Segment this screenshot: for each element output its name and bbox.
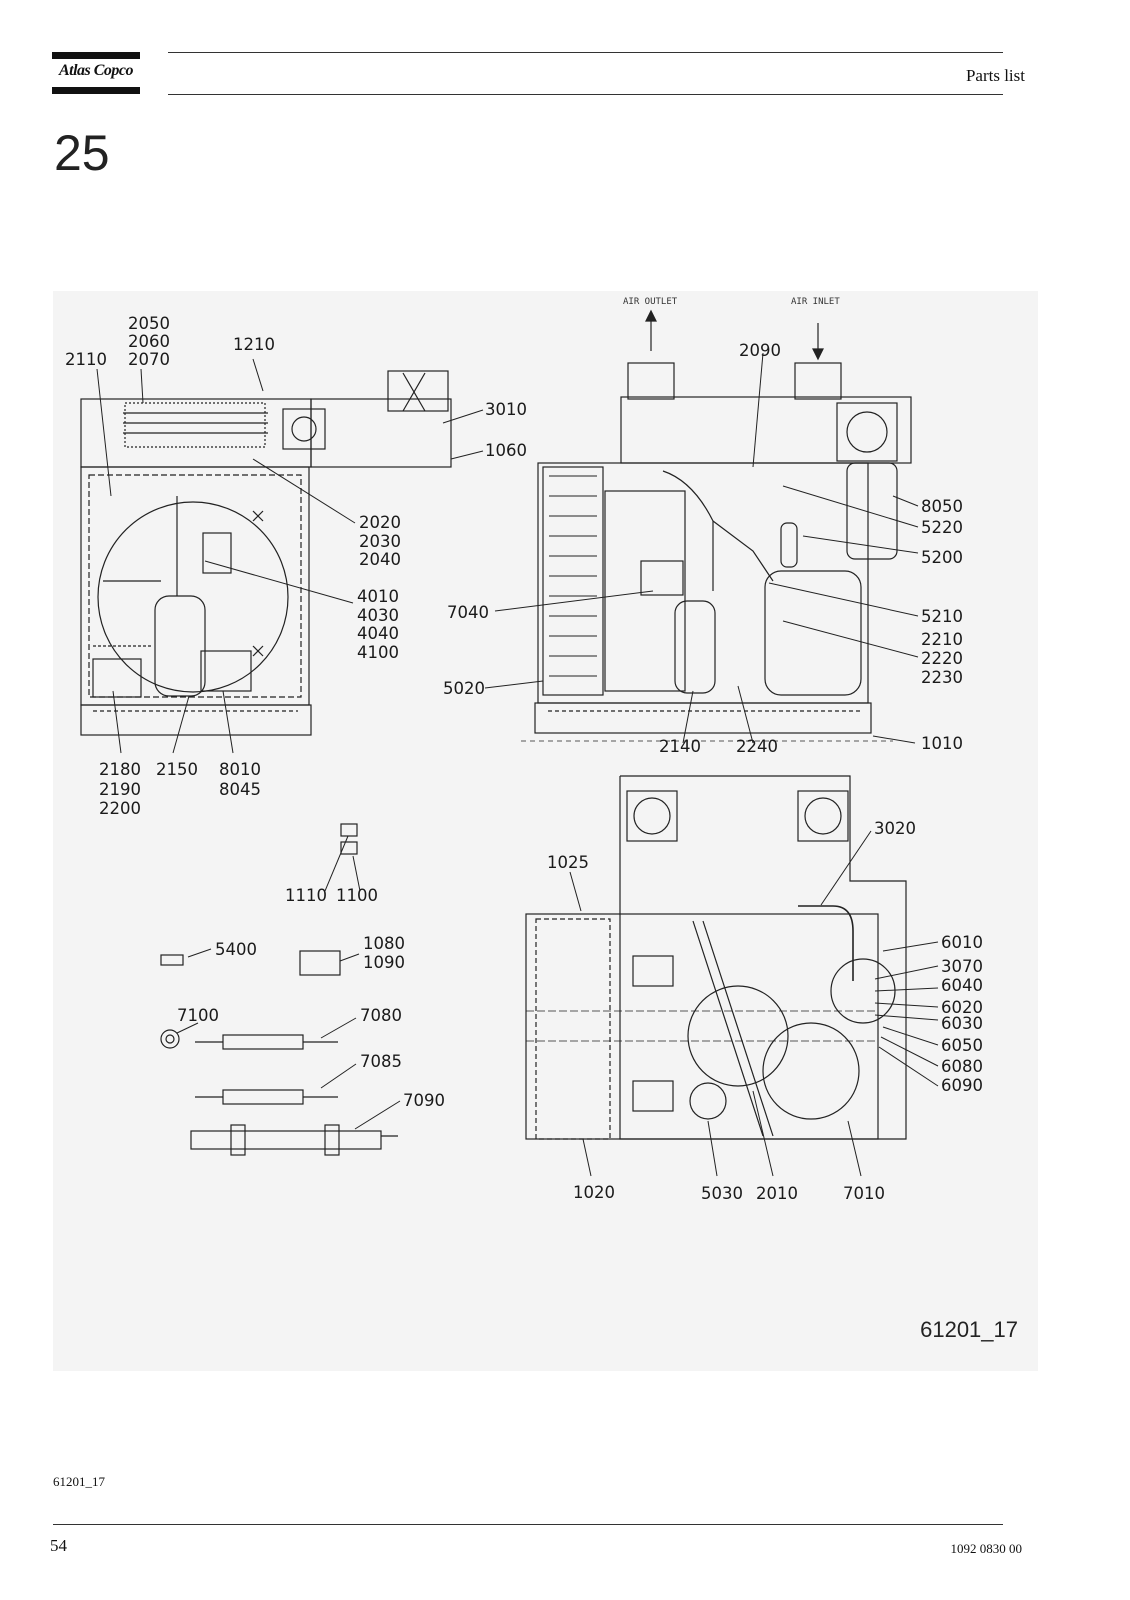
top-view	[525, 775, 907, 1140]
logo-text: Atlas Copco	[58, 62, 134, 79]
callout-7010: 7010	[843, 1184, 885, 1203]
callout-1090: 1090	[363, 953, 405, 972]
callout-5400: 5400	[215, 940, 257, 959]
callout-2060: 2060	[128, 332, 170, 351]
atlas-copco-logo: Atlas Copco	[52, 52, 140, 94]
callout-4010: 4010	[357, 587, 399, 606]
logo-bar-bottom	[52, 87, 140, 94]
callout-1010: 1010	[921, 734, 963, 753]
callout-1020: 1020	[573, 1183, 615, 1202]
callout-8045: 8045	[219, 780, 261, 799]
callout-numbers: 2050 2060 2070 2110 1210 3010 1060 2020 …	[65, 314, 983, 1203]
callout-6050: 6050	[941, 1036, 983, 1055]
callout-7080: 7080	[360, 1006, 402, 1025]
callout-1060: 1060	[485, 441, 527, 460]
callout-1110: 1110	[285, 886, 327, 905]
chapter-number: 25	[54, 125, 110, 181]
page-number: 54	[50, 1536, 67, 1555]
callout-2070: 2070	[128, 350, 170, 369]
callout-2230: 2230	[921, 668, 963, 687]
callout-6020: 6020	[941, 998, 983, 1017]
callout-5220: 5220	[921, 518, 963, 537]
callout-2110: 2110	[65, 350, 107, 369]
callout-2240: 2240	[736, 737, 778, 756]
logo-bar-top	[52, 52, 140, 59]
callout-2040: 2040	[359, 550, 401, 569]
callout-5210: 5210	[921, 607, 963, 626]
callout-5200: 5200	[921, 548, 963, 567]
section-title: Parts list	[965, 66, 1025, 85]
callout-2010: 2010	[756, 1184, 798, 1203]
callout-2090: 2090	[739, 341, 781, 360]
document-number: 1092 0830 00	[950, 1541, 1023, 1556]
footer-rule	[53, 1524, 1003, 1525]
side-view	[80, 370, 452, 736]
exploded-view-drawing: AIR OUTLET AIR INLET 2050 2060 2070 2110…	[65, 297, 983, 1203]
callout-3020: 3020	[874, 819, 916, 838]
callout-7040: 7040	[447, 603, 489, 622]
callout-2200: 2200	[99, 799, 141, 818]
callout-7100: 7100	[177, 1006, 219, 1025]
callout-1210: 1210	[233, 335, 275, 354]
callout-1100: 1100	[336, 886, 378, 905]
callout-4100: 4100	[357, 643, 399, 662]
parts-drawing: AIR OUTLET AIR INLET 2050 2060 2070 2110…	[53, 291, 1038, 1371]
leader-lines	[96, 352, 939, 1177]
front-view	[521, 309, 912, 742]
air-inlet-label: AIR INLET	[791, 297, 840, 307]
callout-2050: 2050	[128, 314, 170, 333]
callout-6010: 6010	[941, 933, 983, 952]
figure-id: 61201_17	[920, 1317, 1018, 1342]
figure-caption: 61201_17	[53, 1474, 105, 1489]
callout-6030: 6030	[941, 1014, 983, 1033]
callout-1025: 1025	[547, 853, 589, 872]
callout-4040: 4040	[357, 624, 399, 643]
callout-7085: 7085	[360, 1052, 402, 1071]
callout-2030: 2030	[359, 532, 401, 551]
header-rule-bottom	[168, 94, 1003, 95]
callout-2180: 2180	[99, 760, 141, 779]
callout-1080: 1080	[363, 934, 405, 953]
callout-2210: 2210	[921, 630, 963, 649]
callout-3010: 3010	[485, 400, 527, 419]
callout-2150: 2150	[156, 760, 198, 779]
callout-2020: 2020	[359, 513, 401, 532]
air-outlet-label: AIR OUTLET	[623, 297, 678, 307]
callout-6040: 6040	[941, 976, 983, 995]
callout-2190: 2190	[99, 780, 141, 799]
callout-6080: 6080	[941, 1057, 983, 1076]
callout-6090: 6090	[941, 1076, 983, 1095]
callout-2220: 2220	[921, 649, 963, 668]
callout-5020: 5020	[443, 679, 485, 698]
loose-parts	[160, 823, 398, 1156]
callout-3070: 3070	[941, 957, 983, 976]
callout-5030: 5030	[701, 1184, 743, 1203]
callout-4030: 4030	[357, 606, 399, 625]
callout-2140: 2140	[659, 737, 701, 756]
header-rule-top	[168, 52, 1003, 53]
callout-7090: 7090	[403, 1091, 445, 1110]
callout-8050: 8050	[921, 497, 963, 516]
callout-8010: 8010	[219, 760, 261, 779]
